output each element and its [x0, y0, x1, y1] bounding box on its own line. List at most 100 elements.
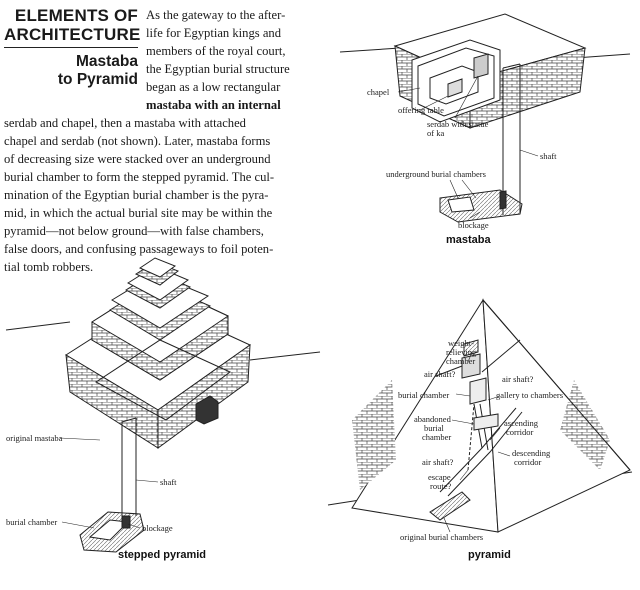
original-mastaba — [95, 339, 231, 421]
label-abandoned: abandoned — [414, 414, 452, 424]
body-line: mastaba with an internal — [146, 98, 281, 112]
body-line: mination of the Egyptian burial chamber … — [4, 188, 269, 202]
section-heading: ELEMENTS OF ARCHITECTURE Mastaba to Pyra… — [4, 6, 141, 89]
chapel-chamber — [417, 47, 495, 117]
leader — [451, 419, 475, 425]
abandoned-chamber — [473, 413, 499, 431]
body-line: false doors, and confusing passageways t… — [4, 242, 274, 256]
body-line: As the gateway to the after- — [146, 8, 286, 22]
body-line: began as a low rectangular — [146, 80, 281, 94]
brick-texture — [560, 380, 610, 470]
stepped-pyramid-diagram — [5, 257, 321, 553]
label-descending-corridor: corridor — [514, 457, 542, 467]
label-serdab-2: of ka — [427, 128, 444, 138]
label-underground: underground burial chambers — [386, 169, 486, 179]
ground-line — [5, 321, 71, 331]
heading-rule — [4, 47, 138, 48]
leader — [455, 393, 471, 397]
grand-gallery — [469, 377, 487, 405]
leader — [443, 517, 451, 533]
ground-line — [249, 351, 321, 361]
label-blockage: blockage — [458, 220, 489, 230]
stepped-labels: original mastaba shaft burial chamber bl… — [6, 433, 206, 561]
label-chapel: chapel — [367, 87, 390, 97]
air-shafts — [435, 339, 521, 377]
subheading-line-1: Mastaba — [75, 53, 138, 70]
label-descending: descending — [512, 448, 551, 458]
body-line: of decreasing size were stacked over an … — [4, 152, 271, 166]
label-air-shaft-c: air shaft? — [422, 457, 454, 467]
stepped-blockage — [121, 515, 131, 529]
leader — [467, 351, 473, 363]
pyramid-diagram — [327, 298, 633, 533]
mastaba-diagram — [339, 13, 631, 223]
ground-line — [339, 47, 401, 53]
label-burial-chamber: burial chamber — [398, 390, 449, 400]
mastaba-wall-right — [469, 47, 586, 129]
pyramid-labels: weight- relieving chamber air shaft? air… — [398, 338, 563, 561]
label-chamber: chamber — [446, 356, 475, 366]
mastaba-shaft — [502, 64, 521, 215]
leader — [135, 479, 159, 483]
ground-line — [327, 499, 361, 506]
leader — [61, 521, 95, 529]
escape-route — [467, 403, 475, 471]
pyramid-edge — [482, 299, 631, 471]
leader — [59, 437, 101, 441]
caption-mastaba: mastaba — [446, 234, 492, 246]
body-line: burial chamber to form the stepped pyram… — [4, 170, 275, 184]
body-line: pyramid—not below ground—with false cham… — [4, 224, 264, 238]
label-escape: escape — [428, 472, 451, 482]
caption-pyramid: pyramid — [468, 549, 511, 561]
shaft-top — [121, 417, 137, 423]
brick-texture — [352, 380, 396, 490]
label-weight: weight- — [448, 338, 474, 348]
label-air-shaft-a: air shaft? — [424, 369, 456, 379]
label-chamber-2: chamber — [422, 432, 451, 442]
leader — [454, 75, 479, 119]
leader — [519, 149, 539, 157]
label-original-burial: original burial chambers — [400, 532, 483, 542]
inner-room — [429, 65, 479, 105]
burial-chamber — [447, 196, 475, 213]
leader — [489, 427, 501, 441]
label-ascending-corridor: corridor — [506, 427, 534, 437]
label-shaft: shaft — [540, 151, 557, 161]
original-burial-chambers — [429, 491, 471, 521]
leader — [469, 211, 481, 219]
body-line: members of the royal court, — [146, 44, 286, 58]
leader — [497, 451, 511, 457]
body-line: mid, in which the actual burial site may… — [4, 206, 273, 220]
caption-stepped-pyramid: stepped pyramid — [118, 549, 206, 561]
label-original-mastaba: original mastaba — [6, 433, 63, 443]
pyramid-face-right — [482, 298, 631, 533]
body-line: chapel and serdab (not shown). Later, ma… — [4, 134, 271, 148]
subheading-line-2: to Pyramid — [57, 71, 138, 88]
step-5-top — [138, 257, 177, 278]
label-burial: burial — [424, 423, 444, 433]
leader — [397, 87, 421, 93]
mastaba-labels: chapel offering table serdab with statue… — [367, 87, 557, 246]
label-serdab: serdab with statue — [427, 119, 489, 129]
leader — [127, 523, 141, 529]
body-line: life for Egyptian kings and — [146, 26, 282, 40]
label-offering-table: offering table — [398, 105, 444, 115]
descending-corridor-2 — [447, 411, 523, 497]
kings-chamber — [461, 353, 481, 379]
label-route: route? — [430, 481, 451, 491]
offering-table — [447, 78, 463, 98]
body-line: the Egyptian burial structure — [146, 62, 290, 76]
entrance — [195, 395, 219, 425]
label-blockage: blockage — [142, 523, 173, 533]
body-line: serdab and chapel, then a mastaba with a… — [4, 116, 246, 130]
label-burial-chamber: burial chamber — [6, 517, 57, 527]
heading-line-2: ARCHITECTURE — [4, 25, 141, 44]
shaft-top — [502, 63, 521, 69]
label-shaft: shaft — [160, 477, 177, 487]
leader — [449, 179, 477, 199]
leader — [487, 395, 501, 401]
label-ascending: ascending — [504, 418, 539, 428]
leader — [459, 469, 469, 481]
body-line: tial tomb robbers. — [4, 260, 94, 274]
label-relieving: relieving — [446, 347, 477, 357]
